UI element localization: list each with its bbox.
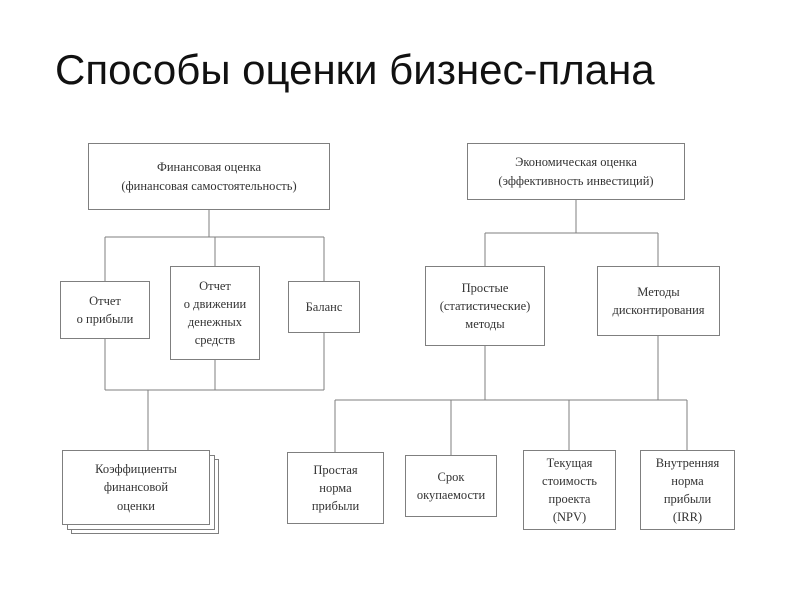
node-economic-evaluation-label: Экономическая оценка (эффективность инве…	[498, 155, 654, 188]
node-simple-statistical-methods: Простые (статистические) методы	[425, 266, 545, 346]
connector-path	[104, 200, 688, 455]
node-simple-statistical-methods-label: Простые (статистические) методы	[439, 280, 531, 332]
node-simple-rate-of-return-label: Простая норма прибыли	[311, 462, 360, 514]
node-npv: Текущая стоимость проекта (NPV)	[523, 450, 616, 530]
node-profit-report: Отчет о прибыли	[60, 281, 150, 339]
node-cash-flow-report-label: Отчет о движении денежных средств	[183, 278, 247, 348]
node-payback-period-label: Срок окупаемости	[416, 469, 486, 502]
node-financial-coefficients: Коэффициенты финансовой оценки	[62, 450, 219, 534]
node-discounting-methods: Методы дисконтирования	[597, 266, 720, 336]
node-financial-evaluation-label: Финансовая оценка (финансовая самостояте…	[121, 160, 297, 193]
node-financial-coefficients-front: Коэффициенты финансовой оценки	[62, 450, 210, 525]
node-economic-evaluation: Экономическая оценка (эффективность инве…	[467, 143, 685, 200]
slide-title: Способы оценки бизнес-плана	[55, 46, 655, 93]
node-payback-period: Срок окупаемости	[405, 455, 497, 517]
node-financial-evaluation: Финансовая оценка (финансовая самостояте…	[88, 143, 330, 210]
node-financial-coefficients-label: Коэффициенты финансовой оценки	[95, 462, 177, 513]
node-irr-label: Внутренняя норма прибыли (IRR)	[655, 455, 720, 525]
node-simple-rate-of-return: Простая норма прибыли	[287, 452, 384, 524]
node-profit-report-label: Отчет о прибыли	[76, 293, 134, 326]
node-npv-label: Текущая стоимость проекта (NPV)	[542, 455, 597, 525]
node-balance-label: Баланс	[305, 299, 343, 314]
node-discounting-methods-label: Методы дисконтирования	[612, 284, 705, 317]
node-balance: Баланс	[288, 281, 360, 333]
node-irr: Внутренняя норма прибыли (IRR)	[640, 450, 735, 530]
node-cash-flow-report: Отчет о движении денежных средств	[170, 266, 260, 360]
